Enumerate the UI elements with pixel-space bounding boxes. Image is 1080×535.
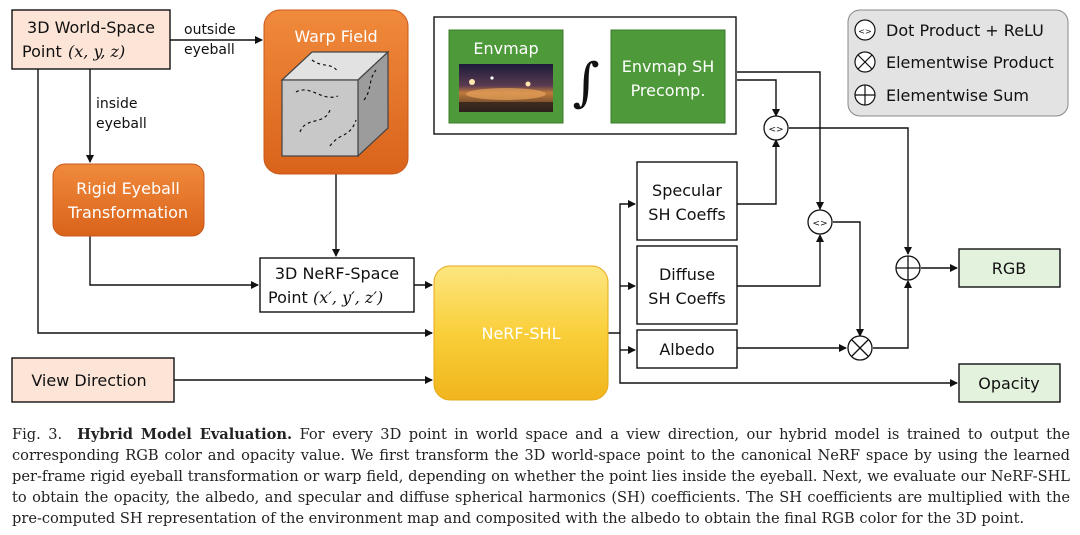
world-point-title: 3D World-Space	[27, 18, 155, 37]
legend: <> Dot Product + ReLU Elementwise Produc…	[847, 9, 1069, 117]
edge-label-eyeball-2: eyeball	[96, 116, 147, 132]
envmap-thumbnail	[459, 64, 553, 112]
rigid-eyeball-box: Rigid Eyeball Transformation	[52, 163, 205, 237]
warp-field-box: Warp Field	[263, 9, 409, 175]
opacity-label: Opacity	[978, 374, 1040, 393]
view-direction-label: View Direction	[31, 371, 146, 390]
specular-line2: SH Coeffs	[648, 205, 725, 224]
diffuse-box: Diffuse SH Coeffs	[636, 245, 738, 325]
dot-product-operator-1: <>	[763, 115, 789, 141]
diffuse-line1: Diffuse	[659, 265, 715, 284]
view-direction-box: View Direction	[11, 357, 175, 403]
caption-title: Hybrid Model Evaluation.	[77, 426, 293, 443]
caption-fig-number: Fig. 3.	[12, 426, 63, 443]
elementwise-sum-operator	[895, 255, 921, 281]
diffuse-line2: SH Coeffs	[648, 289, 725, 308]
figure-caption: Fig. 3. Hybrid Model Evaluation. For eve…	[12, 424, 1070, 529]
envmap-sh-line1: Envmap SH	[622, 57, 715, 76]
rigid-eyeball-line2: Transformation	[67, 203, 188, 222]
rgb-label: RGB	[992, 259, 1027, 278]
world-point-word: Point	[22, 42, 62, 61]
legend-elementwise-product: Elementwise Product	[854, 51, 1054, 73]
elementwise-product-operator	[847, 335, 873, 361]
envmap-sh-line2: Precomp.	[631, 81, 706, 100]
nerf-shl-box: NeRF-SHL	[433, 265, 609, 401]
caption-body: For every 3D point in world space and a …	[12, 426, 1071, 527]
nerf-point-word: Point	[268, 288, 308, 307]
legend-dot-product: <> Dot Product + ReLU	[854, 19, 1044, 41]
rigid-eyeball-line1: Rigid Eyeball	[76, 179, 180, 198]
dot-product-symbol-2: <>	[812, 219, 827, 229]
rgb-output-box: RGB	[958, 248, 1061, 288]
specular-line1: Specular	[652, 181, 722, 200]
nerf-space-point-box: 3D NeRF-Space Point (x′, y′, z′)	[259, 257, 415, 313]
specular-box: Specular SH Coeffs	[636, 161, 738, 241]
integral-symbol: ∫	[572, 53, 599, 113]
edge-label-outside: outside	[184, 22, 236, 38]
warp-field-label: Warp Field	[294, 27, 377, 46]
nerf-shl-label: NeRF-SHL	[481, 324, 560, 343]
dot-product-operator-2: <>	[807, 209, 833, 235]
world-space-point-box: 3D World-Space Point (x, y, z)	[11, 9, 171, 70]
legend-elementwise-sum-label: Elementwise Sum	[886, 86, 1029, 105]
pipeline-diagram: outside eyeball inside eyeball 3D World-…	[11, 9, 1069, 403]
legend-elementwise-product-label: Elementwise Product	[886, 53, 1054, 72]
dot-product-symbol-1: <>	[768, 125, 783, 135]
albedo-label: Albedo	[659, 340, 714, 359]
world-point-math: (x, y, z)	[68, 42, 125, 61]
legend-dot-product-label: Dot Product + ReLU	[886, 21, 1044, 40]
albedo-box: Albedo	[636, 329, 738, 369]
opacity-output-box: Opacity	[958, 363, 1061, 403]
nerf-point-math: (x′, y′, z′)	[313, 288, 383, 307]
envmap-label: Envmap	[473, 39, 538, 58]
connector-lines	[37, 36, 958, 387]
nerf-point-title: 3D NeRF-Space	[275, 264, 399, 283]
edge-label-eyeball-1: eyeball	[184, 42, 235, 58]
legend-dot-symbol: <>	[858, 27, 871, 36]
edge-label-inside: inside	[96, 96, 137, 112]
envmap-panel: Envmap ∫ Envmap SH Precomp.	[433, 16, 737, 135]
legend-elementwise-sum: Elementwise Sum	[854, 84, 1029, 106]
warp-cube-icon	[280, 50, 390, 158]
